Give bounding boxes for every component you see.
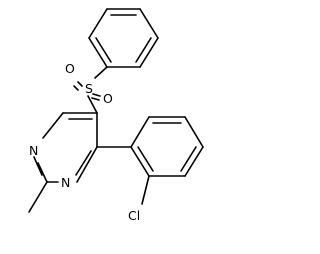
chlorine-label: Cl [128,208,140,223]
phenylsulfonyl-ring [88,8,159,68]
sulfur-label: S [85,81,93,96]
chemical-structure: S O O N N Cl [28,8,204,223]
chlorophenyl-ring: Cl [96,116,204,223]
methyl-group [28,181,48,213]
nitrogen-label-upper: N [29,143,38,158]
pyrimidine-ring: N N [29,112,98,190]
sulfonyl-group: S O O [65,61,113,114]
oxygen-label-left: O [65,61,75,76]
oxygen-label-right: O [103,91,113,106]
nitrogen-label-lower: N [61,175,70,190]
